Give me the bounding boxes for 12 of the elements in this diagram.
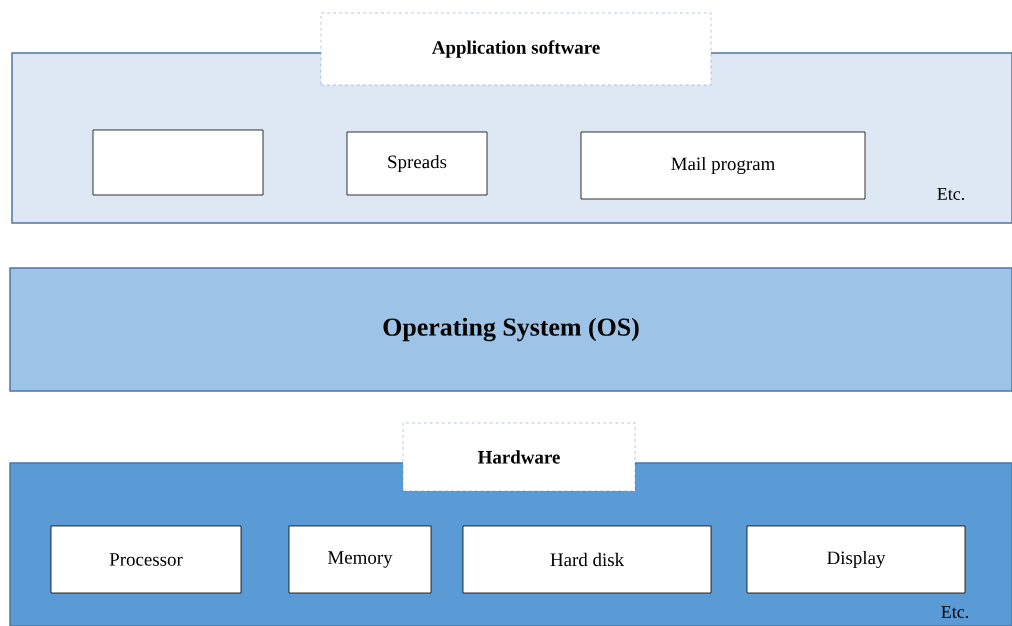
- component-box: Display: [746, 525, 966, 594]
- component-box: Memory: [288, 525, 432, 594]
- heading-box: Application software: [320, 12, 712, 86]
- layer-band: Operating System (OS): [9, 267, 1012, 392]
- heading-box: Hardware: [402, 422, 636, 492]
- component-box: Hard disk: [462, 525, 712, 594]
- etc-label: Etc.: [937, 188, 964, 200]
- etc-label: Etc.: [941, 606, 968, 618]
- component-box: [92, 129, 264, 196]
- component-box: Processor: [50, 525, 242, 594]
- component-box: Mail program: [580, 131, 866, 200]
- component-box: Spreads: [346, 131, 488, 196]
